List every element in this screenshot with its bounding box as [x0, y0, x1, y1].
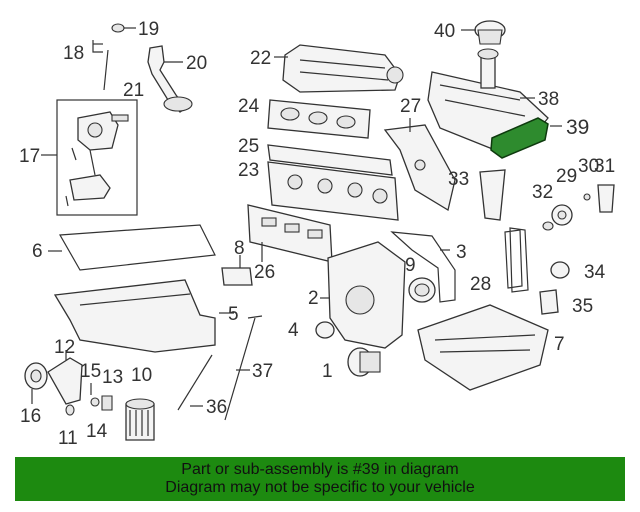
diagram-note-line-1: Part or sub-assembly is #39 in diagram — [181, 461, 459, 478]
callout-25[interactable]: 25 — [238, 136, 259, 157]
callout-13[interactable]: 13 — [102, 367, 123, 388]
oil-pan-gasket-illustration — [59, 224, 216, 271]
callout-18[interactable]: 18 — [63, 43, 84, 64]
callout-40[interactable]: 40 — [434, 21, 455, 42]
intake-manifold-illustration — [282, 44, 404, 93]
callout-19[interactable]: 19 — [138, 19, 159, 40]
oil-pump-illustration — [65, 111, 129, 207]
front-cover-illustration — [327, 241, 406, 349]
callout-34[interactable]: 34 — [584, 262, 606, 283]
diagram-note-banner: Part or sub-assembly is #39 in diagram D… — [15, 457, 625, 501]
callout-28[interactable]: 28 — [470, 274, 491, 295]
callout-16[interactable]: 16 — [20, 406, 41, 427]
callout-1[interactable]: 1 — [322, 361, 333, 382]
callout-31[interactable]: 31 — [594, 156, 615, 177]
intake-gasket-illustration — [267, 99, 371, 139]
callout-12[interactable]: 12 — [54, 337, 75, 358]
callout-9[interactable]: 9 — [405, 255, 416, 276]
callout-38[interactable]: 38 — [538, 89, 559, 110]
callout-37[interactable]: 37 — [252, 361, 273, 382]
parts-diagram: 19 18 20 21 17 22 24 25 23 40 38 27 39 3… — [19, 19, 615, 449]
callout-2[interactable]: 2 — [308, 288, 319, 309]
callout-26[interactable]: 26 — [254, 262, 275, 283]
callout-30[interactable]: 30 — [578, 156, 599, 177]
oil-filter-illustration — [125, 398, 155, 441]
valve-cover-gasket-highlight — [490, 117, 549, 159]
crank-gear-illustration — [347, 347, 381, 377]
callout-39[interactable]: 39 — [566, 116, 589, 139]
callout-24[interactable]: 24 — [238, 96, 260, 117]
oil-pan-illustration — [53, 279, 216, 353]
lower-intake-illustration — [267, 144, 399, 221]
callout-23[interactable]: 23 — [238, 160, 259, 181]
callout-11[interactable]: 11 — [58, 428, 78, 449]
callout-22[interactable]: 22 — [250, 48, 271, 69]
rear-seal-illustration — [24, 357, 83, 405]
callout-7[interactable]: 7 — [554, 334, 565, 355]
callout-15[interactable]: 15 — [80, 361, 101, 382]
oil-cap-illustration — [474, 20, 506, 45]
callout-36[interactable]: 36 — [206, 397, 227, 418]
callout-4[interactable]: 4 — [288, 320, 299, 341]
callout-32[interactable]: 32 — [532, 182, 553, 203]
valley-gasket-illustration — [247, 204, 333, 263]
callout-14[interactable]: 14 — [86, 421, 108, 442]
oil-pickup-illustration — [147, 45, 193, 113]
callout-5[interactable]: 5 — [228, 304, 239, 325]
callout-10[interactable]: 10 — [131, 365, 152, 386]
callout-21[interactable]: 21 — [123, 80, 144, 101]
callout-29[interactable]: 29 — [556, 166, 577, 187]
callout-20[interactable]: 20 — [186, 53, 207, 74]
timing-chain-illustration — [504, 227, 529, 293]
callout-33[interactable]: 33 — [448, 169, 469, 190]
callout-3[interactable]: 3 — [456, 242, 467, 263]
callout-35[interactable]: 35 — [572, 296, 593, 317]
windage-tray-illustration — [417, 304, 549, 391]
callout-8[interactable]: 8 — [234, 238, 245, 259]
diagram-note-line-2: Diagram may not be specific to your vehi… — [165, 479, 475, 496]
callout-17[interactable]: 17 — [19, 146, 40, 167]
callout-27[interactable]: 27 — [400, 96, 421, 117]
timing-bracket-illustration — [383, 124, 456, 212]
oil-pump-box — [56, 99, 138, 216]
callout-6[interactable]: 6 — [32, 241, 43, 262]
callout-labels: 19 18 20 21 17 22 24 25 23 40 38 27 39 3… — [19, 19, 615, 449]
